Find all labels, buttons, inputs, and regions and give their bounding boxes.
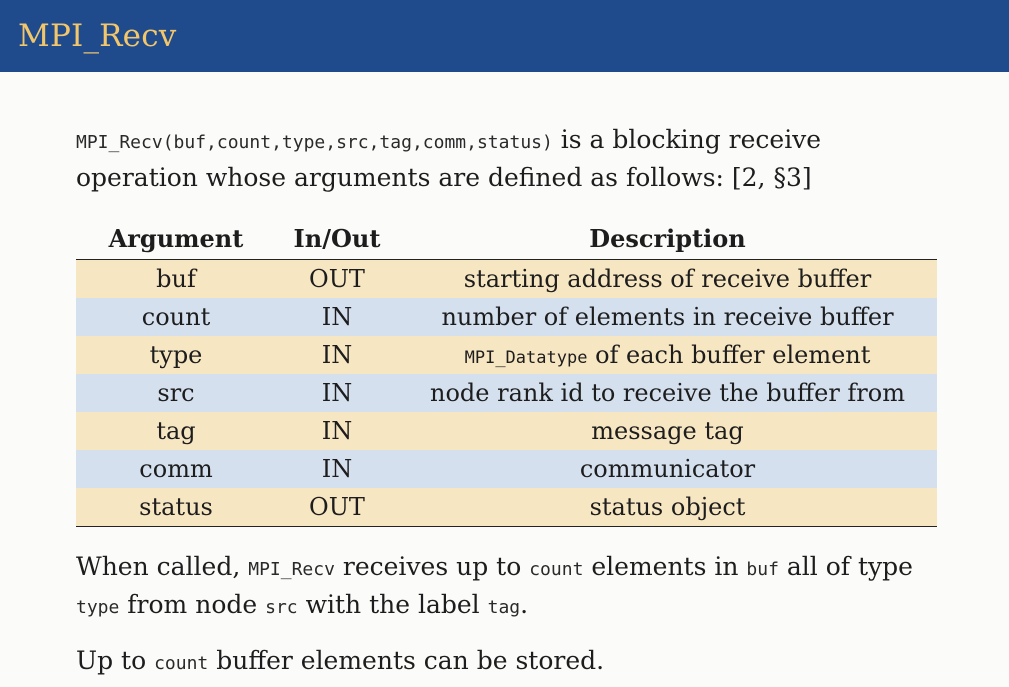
text: buffer elements can be stored. — [208, 646, 605, 675]
text: with the label — [297, 590, 488, 619]
header-argument: Argument — [108, 224, 244, 253]
intro-text-line2: operation whose arguments are defined as… — [76, 163, 812, 192]
cell-inout: IN — [321, 303, 353, 331]
cell-argument: count — [141, 303, 211, 331]
storage-note: Up to count buffer elements can be store… — [76, 642, 604, 683]
text: When called, — [76, 552, 249, 581]
arguments-table: Argument In/Out Description buf OUT star… — [76, 218, 937, 527]
text: Up to — [76, 646, 155, 675]
cell-argument: src — [157, 379, 195, 407]
src-code: src — [265, 597, 298, 618]
header-inout: In/Out — [293, 224, 381, 253]
cell-argument: buf — [156, 265, 196, 293]
text: receives up to — [334, 552, 530, 581]
table-header: Argument In/Out Description — [76, 218, 937, 260]
signature-code: MPI_Recv(buf,count,type,src,tag,comm,sta… — [76, 132, 553, 153]
type-code: type — [76, 597, 120, 618]
cell-inout: OUT — [309, 493, 365, 521]
table-row: type IN MPI_Datatype of each buffer elem… — [76, 336, 937, 374]
table-row: src IN node rank id to receive the buffe… — [76, 374, 937, 412]
explanation-line1: When called, MPI_Recv receives up to cou… — [76, 548, 913, 589]
count-code: count — [529, 559, 584, 580]
text: from node — [119, 590, 266, 619]
cell-description-text: of each buffer element — [587, 341, 871, 369]
table-row: tag IN message tag — [76, 412, 937, 450]
slide-title: MPI_Recv — [18, 18, 177, 54]
buf-code: buf — [746, 559, 779, 580]
cell-description: node rank id to receive the buffer from — [430, 379, 905, 407]
intro-paragraph-line1: MPI_Recv(buf,count,type,src,tag,comm,sta… — [76, 121, 821, 162]
text: elements in — [583, 552, 747, 581]
cell-inout: IN — [321, 417, 353, 445]
cell-argument: status — [139, 493, 213, 521]
count-code: count — [154, 653, 209, 674]
cell-inout: IN — [321, 379, 353, 407]
intro-paragraph-line2: operation whose arguments are defined as… — [76, 159, 812, 197]
cell-argument: type — [149, 341, 203, 369]
table-row: count IN number of elements in receive b… — [76, 298, 937, 336]
table-row: comm IN communicator — [76, 450, 937, 488]
cell-argument: tag — [156, 417, 196, 445]
datatype-code: MPI_Datatype — [464, 348, 588, 368]
cell-description: number of elements in receive buffer — [441, 303, 894, 331]
cell-inout: OUT — [309, 265, 365, 293]
mpi-recv-code: MPI_Recv — [248, 559, 335, 580]
header-description: Description — [589, 224, 746, 253]
cell-description: starting address of receive buffer — [463, 265, 872, 293]
cell-inout: IN — [321, 455, 353, 483]
table-row: buf OUT starting address of receive buff… — [76, 260, 937, 298]
cell-description: communicator — [579, 455, 756, 483]
cell-description: MPI_Datatype of each buffer element — [398, 341, 937, 369]
cell-description: message tag — [591, 417, 744, 445]
text: . — [520, 590, 529, 619]
tag-code: tag — [487, 597, 521, 618]
cell-argument: comm — [139, 455, 213, 483]
explanation-line2: type from node src with the label tag. — [76, 586, 528, 627]
table-row: status OUT status object — [76, 488, 937, 527]
title-bar: MPI_Recv — [0, 0, 1009, 72]
cell-inout: IN — [321, 341, 353, 369]
text: all of type — [778, 552, 913, 581]
intro-text: is a blocking receive — [552, 125, 822, 154]
cell-description: status object — [589, 493, 746, 521]
